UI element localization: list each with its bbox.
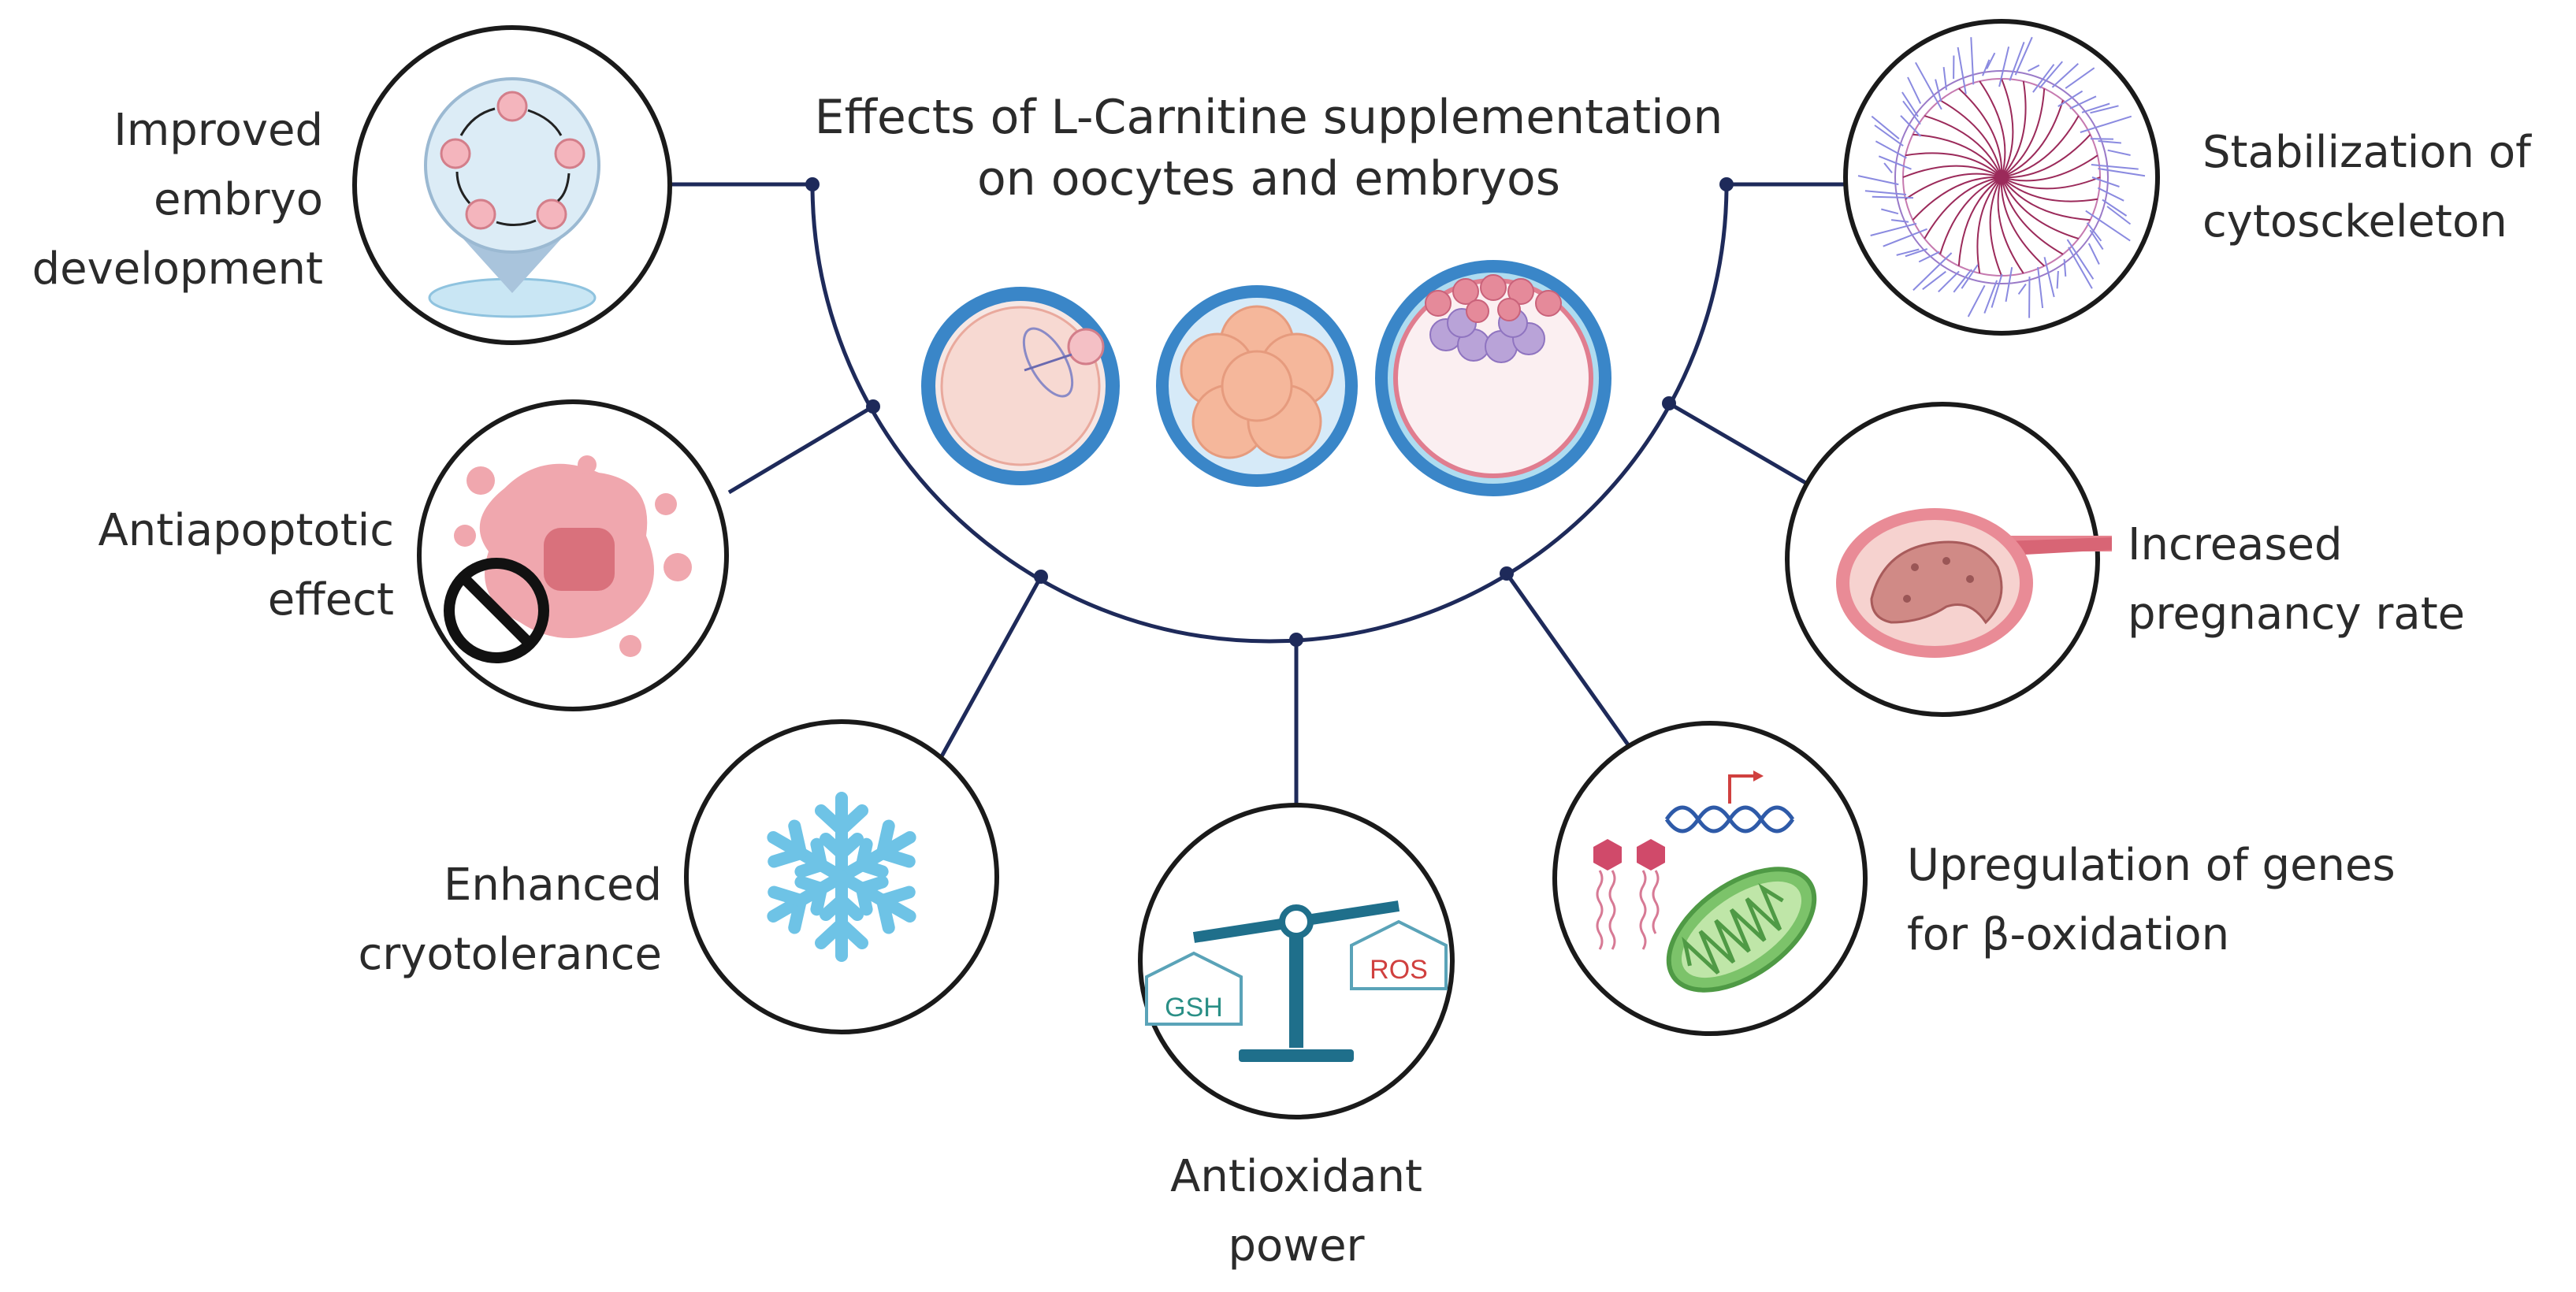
dot-antiapoptotic [866,399,880,414]
label-pregnancy: Increased pregnancy rate [2128,510,2553,649]
label-line: Improved [113,105,323,156]
gsh-label: GSH [1165,993,1223,1023]
figure-title: Effects of L-Carnitine supplementation o… [709,87,1828,210]
label-line: cryotolerance [358,929,662,980]
dot-antioxidant [1289,633,1303,647]
connector-cryotolerance [939,575,1043,758]
label-line: Antioxidant [1170,1151,1422,1202]
uterus-fetus-icon [1836,508,2112,658]
label-line: for β-oxidation [1907,909,2230,960]
connector-antiapoptotic [727,404,875,495]
circle-betaox [1552,721,1868,1036]
title-line-2: on oocytes and embryos [976,151,1561,206]
label-line: Upregulation of genes [1907,840,2396,891]
cytoskeleton-icon [1857,36,2146,318]
connector-dots [805,177,1734,647]
label-beta-oxidation: Upregulation of genes for β-oxidation [1907,831,2553,970]
label-line: cytosckeleton [2202,196,2507,247]
oocyte-icon [921,287,1120,485]
embryo-development-icon [424,77,600,318]
title-line-1: Effects of L-Carnitine supplementation [814,90,1723,145]
label-line: Antiapoptotic [98,505,394,556]
dot-cryotolerance [1034,570,1048,584]
dot-cytoskeleton [1719,177,1734,191]
label-line: effect [267,574,394,626]
label-antioxidant: Antioxidant power [1060,1142,1533,1281]
label-line: power [1228,1220,1365,1272]
label-line: embryo [154,174,323,225]
snowflake-icon [763,792,920,956]
label-line: Increased [2128,519,2343,570]
cytoskeleton-radials [1902,78,2101,277]
blastocyst-icon [1375,260,1611,496]
balance-scale-icon [1145,900,1448,1062]
label-embryo-development: Improved embryo development [0,96,323,304]
dot-pregnancy [1662,396,1676,410]
label-cryotolerance: Enhanced cryotolerance [260,851,662,989]
connector-pregnancy [1667,401,1810,487]
label-line: Stabilization of [2202,127,2531,178]
mitochondrion-dna-icon [1593,770,1817,993]
cytoskeleton-spikes [1857,36,2146,318]
apoptotic-cell-icon [444,455,692,663]
dot-embryo [805,177,820,191]
connector-betaox [1504,572,1637,756]
dot-betaox [1500,566,1514,581]
label-antiapoptotic: Antiapoptotic effect [0,496,394,635]
label-line: development [32,243,323,295]
connector-lines [670,182,1852,807]
morula-icon [1156,285,1358,487]
label-cytoskeleton: Stabilization of cytosckeleton [2202,118,2565,257]
ros-label: ROS [1370,955,1428,985]
label-line: Enhanced [444,859,662,911]
label-line: pregnancy rate [2128,588,2466,640]
